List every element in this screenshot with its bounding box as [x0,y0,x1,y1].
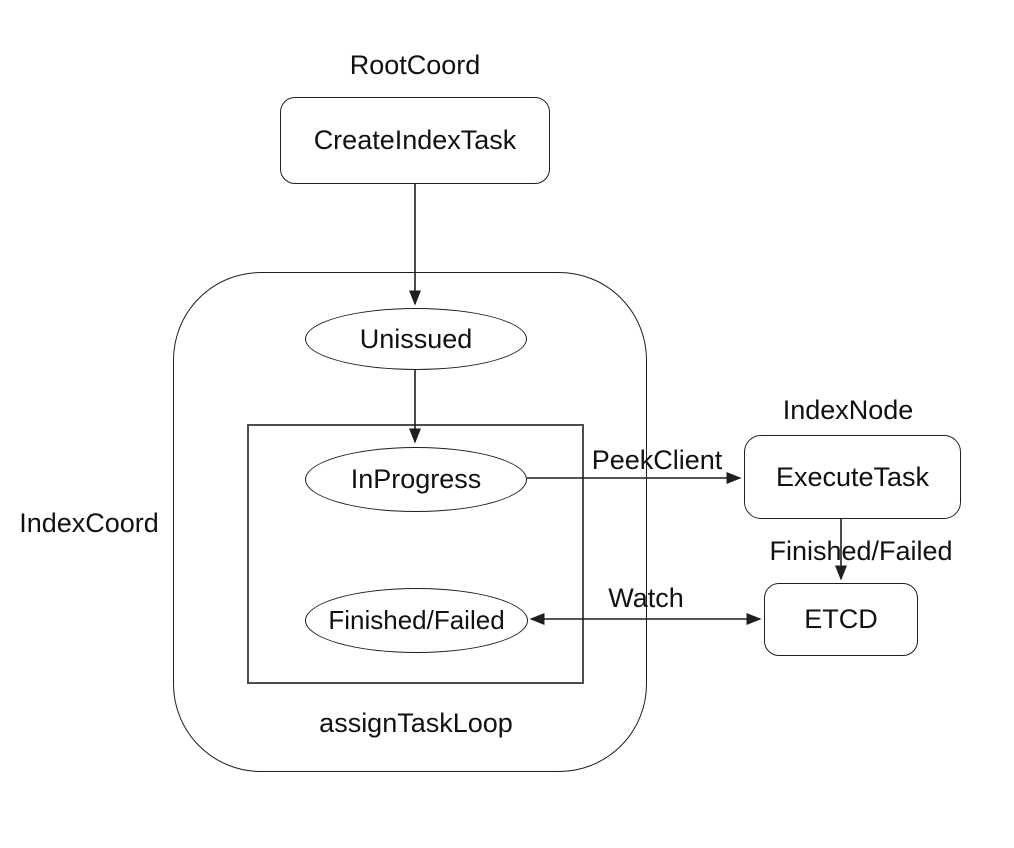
edge-label-peek-client: PeekClient [591,445,723,475]
index-node-label: IndexNode [782,395,914,425]
edge-label-watch: Watch [608,583,684,613]
edge-label-finished-failed: Finished/Failed [769,536,953,566]
index-coord-container [173,272,647,772]
node-create-index-task: CreateIndexTask [280,97,550,184]
root-coord-label: RootCoord [349,50,481,80]
node-unissued: Unissued [305,308,527,370]
node-finished-failed: Finished/Failed [305,588,528,653]
node-execute-task: ExecuteTask [744,435,961,519]
node-in-progress: InProgress [305,447,527,512]
index-coord-label: IndexCoord [19,508,159,538]
assign-task-loop-label: assignTaskLoop [319,708,513,738]
node-etcd: ETCD [764,583,918,656]
